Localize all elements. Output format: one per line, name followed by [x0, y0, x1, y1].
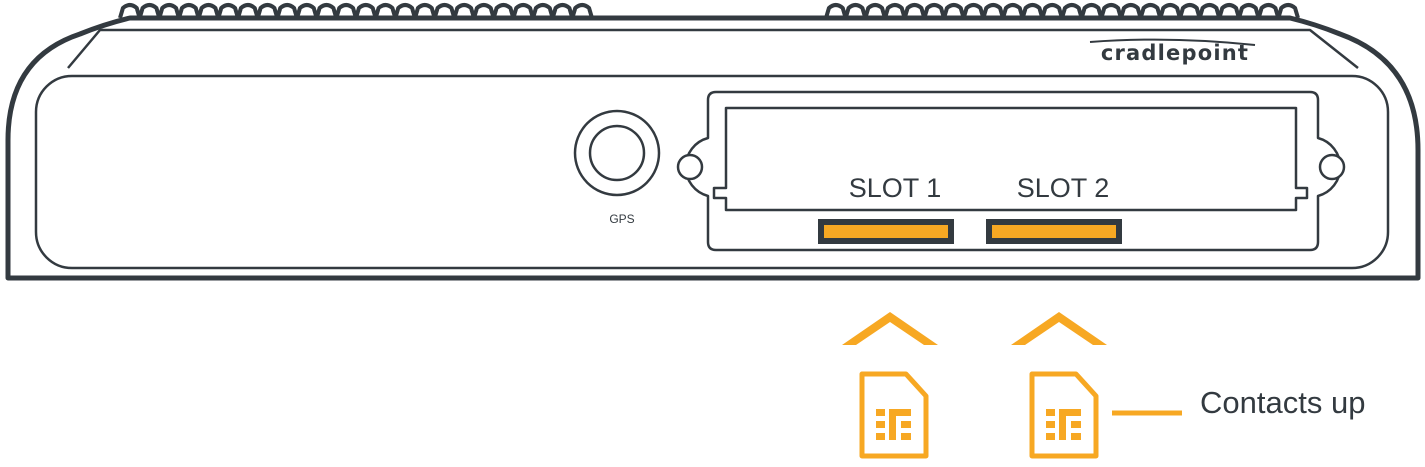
sim-slot-2-fill [992, 225, 1116, 238]
slot-2-label: SLOT 2 [1017, 173, 1110, 203]
screw-hole-right [1318, 153, 1346, 181]
sim-slot-1-fill [824, 225, 948, 238]
chassis-lid-line [67, 28, 1359, 69]
screw-hole-left [676, 153, 704, 181]
slot-1-label: SLOT 1 [849, 173, 942, 203]
sim-card-icon [1029, 371, 1099, 459]
chevron-up-icon [842, 312, 938, 345]
gps-antenna-connector[interactable] [573, 109, 661, 197]
sim-card-icon [859, 371, 929, 459]
sim-door-inner-panel [712, 106, 1309, 212]
brand-logo: cradlepoint [1101, 41, 1249, 65]
gps-label: GPS [609, 212, 634, 226]
brand-logo-swoosh [1089, 38, 1256, 46]
chevron-up-icon [1011, 312, 1107, 345]
contacts-up-callout: Contacts up [1200, 385, 1365, 420]
